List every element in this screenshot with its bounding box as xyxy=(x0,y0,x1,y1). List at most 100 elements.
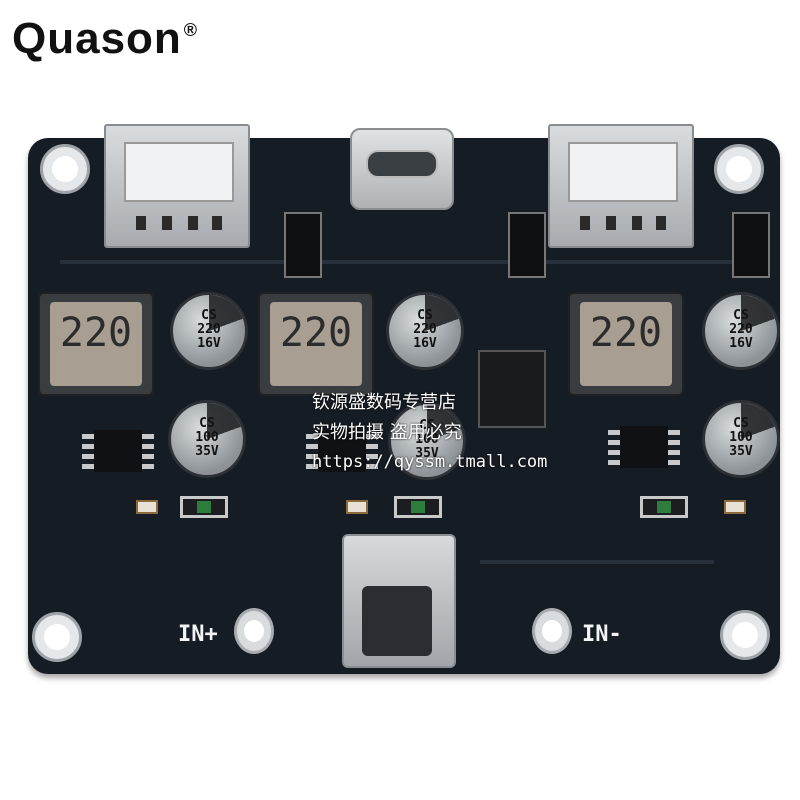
cap-brand: CS xyxy=(417,308,433,323)
capacitor-100uf-3: CS 100 35V xyxy=(702,400,780,478)
cap-voltage: 35V xyxy=(415,446,439,461)
cap-text: CS 220 16V xyxy=(711,309,771,351)
ic-leg xyxy=(306,454,318,459)
ic-leg xyxy=(608,450,620,455)
capacitor-220uf-3: CS 220 16V xyxy=(702,292,780,370)
usb-pin xyxy=(580,216,590,230)
smd-diode-green xyxy=(640,496,688,518)
controller-ic-2 xyxy=(306,430,378,472)
cap-text: CS 220 16V xyxy=(179,309,239,351)
inductor-core xyxy=(50,302,142,386)
ic-leg xyxy=(82,444,94,449)
mounting-hole-top-left xyxy=(40,144,90,194)
brand-logo: Quason® xyxy=(12,14,198,64)
inductor-label: 220 xyxy=(279,310,353,356)
inductor-core xyxy=(580,302,672,386)
pcb-trace xyxy=(480,560,714,564)
inductor-label: 220 xyxy=(589,310,663,356)
cap-polarity-mark xyxy=(705,295,777,367)
ic-leg xyxy=(306,434,318,439)
usb-c-input-port xyxy=(342,534,456,668)
cap-voltage: 35V xyxy=(729,444,753,459)
inductor-1: 220 xyxy=(38,292,154,396)
capacitor-220uf-1: CS 220 16V xyxy=(170,292,248,370)
ic-leg xyxy=(306,464,318,469)
ic-leg xyxy=(366,454,378,459)
cap-brand: CS xyxy=(733,308,749,323)
cap-polarity-mark xyxy=(391,405,463,477)
capacitor-100uf-2: CS 100 35V xyxy=(388,402,466,480)
input-pad-positive xyxy=(234,608,274,654)
ic-leg xyxy=(366,464,378,469)
cap-voltage: 16V xyxy=(413,336,437,351)
ic-leg xyxy=(142,444,154,449)
cap-brand: CS xyxy=(199,416,215,431)
cap-voltage: 35V xyxy=(195,444,219,459)
ic-leg xyxy=(668,450,680,455)
diode-glass xyxy=(657,501,671,513)
usb-pin xyxy=(656,216,666,230)
mounting-hole-bottom-right xyxy=(720,610,770,660)
ic-leg xyxy=(306,444,318,449)
capacitor-220uf-2: CS 220 16V xyxy=(386,292,464,370)
ic-leg xyxy=(608,460,620,465)
mounting-hole-top-right xyxy=(714,144,764,194)
usb-c-opening xyxy=(362,586,432,656)
ic-leg xyxy=(366,434,378,439)
cap-polarity-mark xyxy=(171,403,243,475)
usb-pin xyxy=(162,216,172,230)
ic-leg xyxy=(82,434,94,439)
cap-voltage: 16V xyxy=(729,336,753,351)
cap-brand: CS xyxy=(201,308,217,323)
watermark-line-2: 实物拍摄 盗用必究 xyxy=(312,422,462,443)
usb-pin xyxy=(632,216,642,230)
usb-a-port-right xyxy=(548,124,694,248)
usb-pin xyxy=(606,216,616,230)
ic-leg xyxy=(82,454,94,459)
usb-pin xyxy=(212,216,222,230)
usb-c-tongue xyxy=(366,150,438,178)
smd-diode-green xyxy=(180,496,228,518)
smd-resistor xyxy=(136,500,158,514)
cap-voltage: 16V xyxy=(197,336,221,351)
mounting-hole-bottom-left xyxy=(32,612,82,662)
cap-value: 220 xyxy=(729,322,753,337)
diode-glass xyxy=(197,501,211,513)
inductor-label: 220 xyxy=(59,310,133,356)
cap-value: 100 xyxy=(415,432,439,447)
inductor-core xyxy=(270,302,362,386)
cap-text: CS 220 16V xyxy=(395,309,455,351)
smd-diode-green xyxy=(394,496,442,518)
cap-value: 100 xyxy=(729,430,753,445)
cap-text: CS 100 35V xyxy=(397,419,457,461)
smd-diode xyxy=(732,212,770,278)
watermark-line-1: 钦源盛数码专营店 xyxy=(312,392,456,413)
input-pad-negative xyxy=(532,608,572,654)
capacitor-100uf-1: CS 100 35V xyxy=(168,400,246,478)
usb-a-slot xyxy=(124,142,234,202)
smd-diode xyxy=(508,212,546,278)
smd-resistor xyxy=(346,500,368,514)
cap-polarity-mark xyxy=(705,403,777,475)
usb-pin xyxy=(188,216,198,230)
diode-glass xyxy=(411,501,425,513)
mosfet-chip xyxy=(478,350,546,428)
controller-ic-3 xyxy=(608,426,680,468)
label-in-plus: IN+ xyxy=(178,622,218,647)
ic-leg xyxy=(142,464,154,469)
usb-pin xyxy=(136,216,146,230)
ic-leg xyxy=(608,440,620,445)
ic-leg xyxy=(608,430,620,435)
cap-value: 100 xyxy=(195,430,219,445)
usb-a-slot xyxy=(568,142,678,202)
brand-name: Quason xyxy=(12,14,182,63)
ic-leg xyxy=(668,430,680,435)
watermark-url: https://qyssm.tmall.com xyxy=(312,452,548,472)
inductor-3: 220 xyxy=(568,292,684,396)
ic-leg xyxy=(82,464,94,469)
ic-leg xyxy=(142,434,154,439)
registered-mark: ® xyxy=(183,20,199,40)
ic-leg xyxy=(142,454,154,459)
cap-polarity-mark xyxy=(389,295,461,367)
ic-leg xyxy=(366,444,378,449)
